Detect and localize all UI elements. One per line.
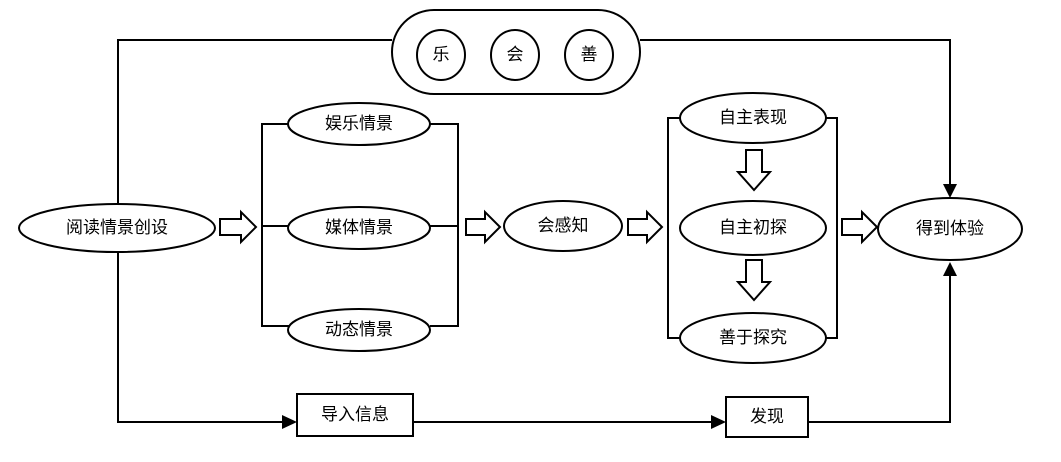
node-discover-shape	[725, 396, 809, 438]
node-scene-entertainment-shape	[287, 102, 431, 146]
node-import-info: 导入信息	[296, 393, 414, 437]
node-scene-entertainment-label: 娱乐情景	[325, 114, 393, 134]
top-circle-shan-label: 善	[581, 45, 598, 65]
node-scene-dynamic-shape	[287, 308, 431, 352]
block-arrow-explore-to-experience	[841, 209, 879, 245]
node-self-express-shape	[679, 92, 827, 144]
line-top-group-to-experience	[640, 39, 951, 186]
top-circle-le-label: 乐	[433, 45, 450, 65]
explore-bracket-right	[826, 117, 838, 339]
node-self-express: 自主表现	[679, 92, 827, 144]
node-perceive-label: 会感知	[538, 216, 589, 236]
block-arrow-start-to-scenes	[219, 209, 258, 245]
node-start-label: 阅读情景创设	[66, 218, 168, 238]
node-scene-media-shape	[287, 206, 431, 250]
top-circle-le	[416, 29, 466, 81]
node-discover-label: 发现	[750, 407, 784, 427]
node-perceive: 会感知	[503, 200, 623, 252]
node-start-shape	[18, 203, 216, 253]
line-discover-to-experience	[808, 276, 951, 423]
node-experience: 得到体验	[877, 197, 1023, 261]
node-inquiry-shape	[679, 312, 827, 364]
node-scene-dynamic: 动态情景	[287, 308, 431, 352]
top-circle-shan	[564, 29, 614, 81]
top-circle-hui-label: 会	[507, 45, 524, 65]
node-discover: 发现	[725, 396, 809, 438]
block-arrow-perceive-to-explore	[627, 209, 664, 245]
node-scene-dynamic-label: 动态情景	[325, 320, 393, 340]
node-experience-label: 得到体验	[916, 219, 984, 239]
node-self-explore-label: 自主初探	[719, 218, 787, 238]
node-experience-shape	[877, 197, 1023, 261]
arrowhead-to-discover	[711, 415, 726, 429]
arrowheads	[282, 184, 957, 429]
arrowhead-to-import-info	[282, 415, 297, 429]
node-scene-media: 媒体情景	[287, 206, 431, 250]
block-arrow-express-to-explore	[735, 149, 773, 192]
node-self-express-label: 自主表现	[719, 108, 787, 128]
node-scene-entertainment: 娱乐情景	[287, 102, 431, 146]
block-arrow-scenes-to-perceive	[465, 209, 502, 245]
node-import-info-label: 导入信息	[321, 405, 389, 425]
block-arrow-explore-to-inquiry	[735, 259, 773, 302]
connector-lines	[117, 39, 951, 423]
node-scene-media-label: 媒体情景	[325, 218, 393, 238]
block-arrows	[219, 149, 879, 302]
line-start-to-import-info	[117, 250, 284, 423]
node-inquiry-label: 善于探究	[719, 328, 787, 348]
node-import-info-shape	[296, 393, 414, 437]
explore-bracket-left	[667, 117, 680, 339]
top-group: 乐 会 善	[391, 9, 641, 95]
top-circle-hui	[490, 29, 540, 81]
arrowhead-down-experience	[943, 184, 957, 198]
node-self-explore: 自主初探	[679, 200, 827, 256]
node-start: 阅读情景创设	[18, 203, 216, 253]
node-perceive-shape	[503, 200, 623, 252]
line-start-to-top-group	[117, 39, 392, 208]
arrowhead-up-experience	[943, 262, 957, 276]
node-self-explore-shape	[679, 200, 827, 256]
node-inquiry: 善于探究	[679, 312, 827, 364]
